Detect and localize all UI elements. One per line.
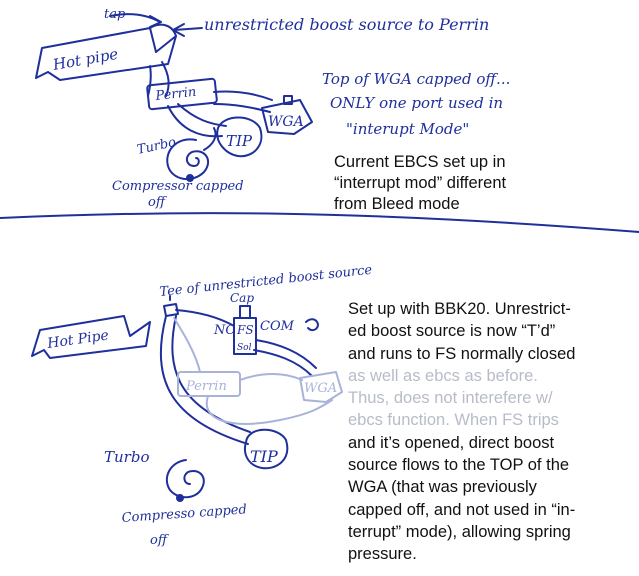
fs-cap [239,305,251,319]
label-compresso-off: off [150,533,170,548]
top-description: Current EBCS set up in “interrupt mod” d… [334,152,506,215]
label-hot-pipe-2: Hot Pipe [45,328,109,353]
top-description-line: Current EBCS set up in [334,153,506,171]
bottom-description-line: pressure. [348,545,417,564]
label-compressor-off: off [148,195,168,210]
label-tap: tap [104,7,126,22]
tip-2-body [244,428,289,470]
tap-arrow [109,13,162,28]
com-connector [305,318,319,332]
label-wga-2: WGA [304,381,337,396]
label-tip: TIP [226,132,253,150]
hose-perrin-tip-2 [177,103,227,127]
turbo-cap-dot [186,174,194,182]
label-perrin-2: Perrin [185,379,227,394]
turbo-2-cap-dot [176,494,184,502]
label-note-line2: ONLY one port used in [330,94,503,112]
faded-hose-loop [205,395,333,425]
top-description-line: “interrupt mod” different [334,174,507,192]
label-nc: NC [213,323,235,338]
label-unrestricted-source: unrestricted boost source to Perrin [204,15,489,34]
turbo-swirl [166,127,217,181]
label-tee: Tee of unrestricted boost source [159,263,373,300]
tip-body [216,116,263,158]
hose-tee-to-tip [159,315,249,445]
turbo-2-swirl [165,459,205,499]
hose-tee-to-fs [175,309,235,327]
bottom-description-line: ebcs function. When FS trips [348,411,559,430]
hose-perrin-tip-1 [167,105,223,138]
label-compresso-capped: Compresso capped [121,502,247,526]
label-wga: WGA [268,114,304,130]
hose-fs-to-wga-2 [253,349,313,377]
label-hot-pipe: Hot pipe [51,45,120,74]
hose-perrin-wga-1 [213,90,273,101]
faded-hose-perrin-tee [173,317,201,373]
label-fs: FS [236,323,254,337]
bottom-description-line: WGA (that was previously [348,478,537,497]
bottom-description-line: as well as ebcs as before. [348,366,538,385]
label-perrin: Perrin [154,85,197,104]
label-tip-2: TIP [250,447,278,466]
label-sol: Sol [237,343,252,353]
bottom-description-line: capped off, and not used in “in- [348,500,576,519]
label-turbo-2: Turbo [104,448,149,466]
hose-fs-to-wga [255,339,317,369]
wga-body [261,99,313,135]
bottom-description-line: ed boost source is now “T’d” [348,322,556,341]
bottom-description: Set up with BBK20. Unrestrict- ed boost … [348,298,575,566]
wga-top-cap [283,95,293,105]
bottom-description-line: Thus, does not interefere w/ [348,389,553,408]
bottom-description-line: Set up with BBK20. Unrestrict- [348,300,571,318]
bottom-description-line: terrupt” mode), allowing spring [348,522,571,541]
label-compressor-capped: Compressor capped [112,179,244,194]
top-description-line: from Bleed mode [334,195,460,213]
faded-hose-perrin-wga [239,373,303,381]
unrestricted-arrow [172,23,203,37]
bottom-description-line: and runs to FS normally closed [348,344,576,363]
label-note-line1: Top of WGA capped off... [322,70,510,88]
tee-marker [163,303,179,317]
hot-pipe-2-shape [31,315,151,359]
bottom-description-line: source flows to the TOP of the [348,456,570,475]
hose-perrin-wga-2 [213,103,271,113]
section-divider [0,212,639,233]
bottom-description-line: and it’s opened, direct boost [348,433,555,452]
label-turbo: Turbo [136,135,178,158]
perrin-box [146,77,218,111]
label-cap: Cap [230,291,254,305]
hot-pipe-shape [35,27,177,81]
label-note-line3: "interupt Mode" [346,120,469,138]
label-com: COM [260,319,295,334]
wga-2-body [299,371,343,403]
